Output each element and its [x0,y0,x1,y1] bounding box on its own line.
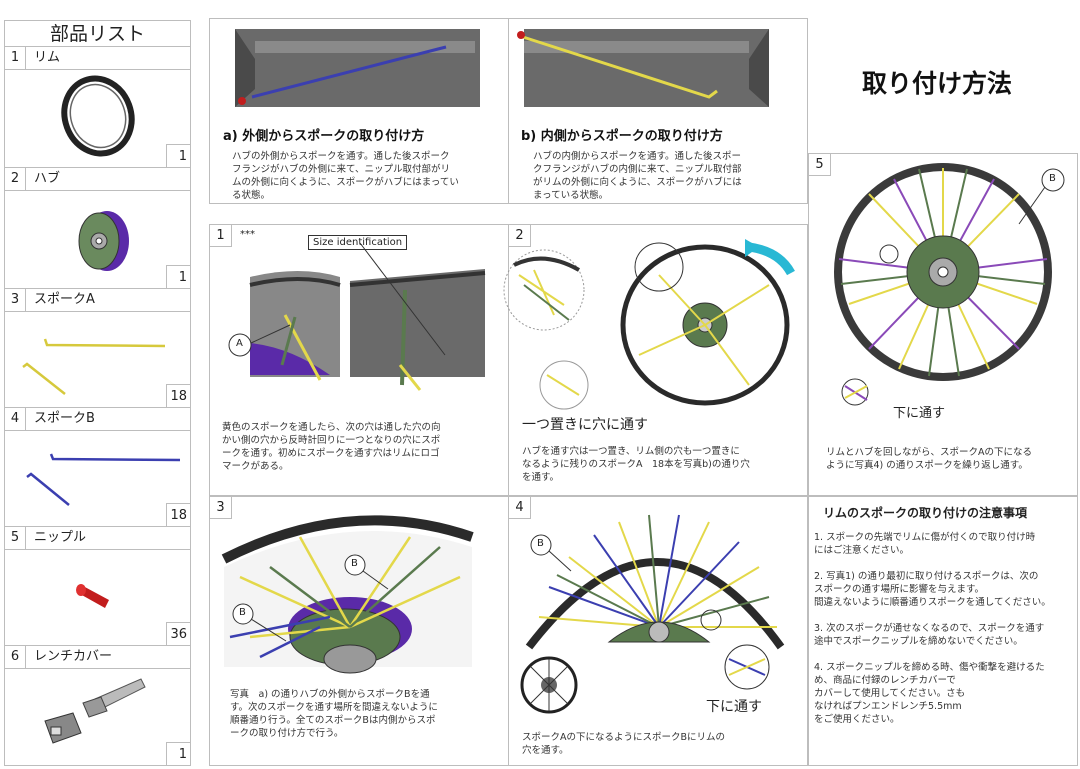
callout-b: B [1049,173,1056,184]
part-qty: 1 [166,742,190,765]
part-head-nipple: 5 ニップル [4,527,191,550]
part-head-hub: 2 ハブ [4,168,191,191]
part-name: スポークA [34,292,95,307]
part-qty: 36 [166,622,190,645]
part-image-spoke-a: 18 [4,312,191,408]
part-qty: 1 [166,144,190,167]
part-image-nipple: 36 [4,550,191,646]
part-qty: 18 [166,503,190,526]
step-4-text: スポークAの下になるようにスポークBにリムの 穴を通す。 [522,732,726,756]
part-number: 4 [5,408,26,430]
part-number: 5 [5,527,26,549]
panel-method-a: a) 外側からスポークの取り付け方 ハブの外側からスポークを通す。通した後スポー… [209,18,509,204]
step-number: 1 [210,225,232,247]
part-number: 3 [5,289,26,311]
step-number: 5 [809,154,831,176]
method-b-image [517,29,769,107]
step-3-image [221,515,474,674]
part-head-wrench-cover: 6 レンチカバー [4,646,191,669]
panel-step-1: 1 *** Size identification A 黄色のスポークを通したら… [209,224,509,496]
part-name: リム [34,50,61,65]
part-image-wrench-cover: 1 [4,669,191,766]
step-5-note: 下に通す [893,406,946,421]
spoke-b-image [26,453,181,506]
part-number: 1 [5,47,26,69]
part-name: スポークB [34,411,95,426]
part-head-spoke-a: 3 スポークA [4,289,191,312]
step-5-wheel-image [834,163,1065,406]
step-number: 3 [210,497,232,519]
step-2-image [503,239,795,410]
part-image-spoke-b: 18 [4,431,191,527]
callout-b: B [537,538,544,549]
part-number: 6 [5,646,26,668]
panel-step-2: 2 一つ置きに穴に通す ハブを通す穴は一つ置き、リム側の穴も一つ置きに なるよう… [503,224,808,496]
rim-image [61,75,135,157]
step-number: 4 [509,497,531,519]
method-a-caption: a) 外側からスポークの取り付け方 [223,129,425,144]
callout-b-1: B [351,558,358,569]
part-head-spoke-b: 4 スポークB [4,408,191,431]
step-number: 2 [509,225,531,247]
panel-notes: リムのスポークの取り付けの注意事項 1. スポークの先端でリムに傷が付くので取り… [808,496,1078,766]
part-qty: 18 [166,384,190,407]
step-3-text: 写真 a) の通りハブの外側からスポークBを通 す。次のスポークを通す場所を間違… [230,689,438,739]
method-a-image [235,29,480,107]
panel-step-5: 5 B 下に通す リムとハブを回しながら、スポークAの下になる ように写真4) … [808,153,1078,496]
page-title: 取り付け方法 [862,69,1013,98]
spoke-a-image [22,338,166,395]
part-number: 2 [5,168,26,190]
panel-step-3: 3 B B 写真 a) の通りハブの外側からスポークBを通 す。次のスポークを通… [209,496,509,766]
part-image-rim: 1 [4,70,191,168]
notes-text: 1. スポークの先端でリムに傷が付くので取り付け時 にはご注意ください。 2. … [814,532,1051,725]
panel-step-4: 4 B 下に通す スポークAの下になるようにスポークBにリムの 穴を通す。 [508,496,808,766]
part-name: レンチカバー [34,649,113,664]
panel-method-b: b) 内側からスポークの取り付け方 ハブの内側からスポークを通す。通した後スポー… [508,18,808,204]
step-4-note: 下に通す [706,699,762,715]
part-name: ハブ [34,171,61,186]
callout-a: A [236,338,243,349]
part-name: ニップル [34,530,87,545]
method-b-text: ハブの内側からスポークを通す。通した後スポー クフランジがハブの内側に来て、ニッ… [533,151,742,201]
step-1-text: 黄色のスポークを通したら、次の穴は通した穴の向 かい側の穴から反時計回りに一つと… [222,422,441,472]
notes-title: リムのスポークの取り付けの注意事項 [823,506,1028,520]
parts-list-title: 部品リスト [4,20,191,47]
callout-b-2: B [239,607,246,618]
step-2-note: 一つ置きに穴に通す [522,417,648,433]
part-image-hub: 1 [4,191,191,289]
step-2-text: ハブを通す穴は一つ置き、リム側の穴も一つ置きに なるように残りのスポークA 18… [522,446,750,483]
nipple-image [76,584,109,608]
part-qty: 1 [166,265,190,288]
step-1-image [228,242,486,391]
step-5-text: リムとハブを回しながら、スポークAの下になる ように写真4) の通りスポークを繰… [826,447,1032,471]
part-head-rim: 1 リム [4,47,191,70]
hub-image [78,211,129,271]
size-identification-label: Size identification [308,235,408,250]
wrench-cover-image [44,678,146,744]
step-1-mark: *** [240,229,255,240]
method-b-caption: b) 内側からスポークの取り付け方 [521,129,723,144]
method-a-text: ハブの外側からスポークを通す。通した後スポーク フランジがハブの外側に来て、ニッ… [232,151,459,201]
step-4-image [520,514,785,714]
